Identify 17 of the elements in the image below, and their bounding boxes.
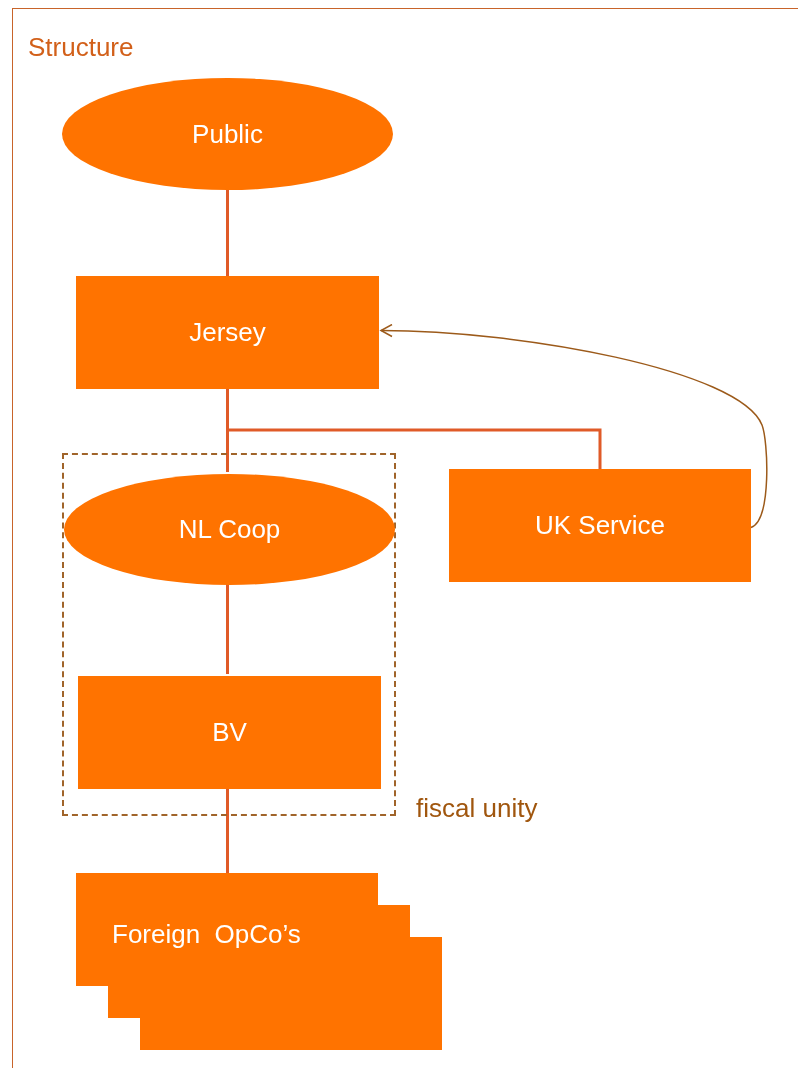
node-label: NL Coop xyxy=(178,513,281,546)
group-label: fiscal unity xyxy=(416,792,538,825)
node-label: UK Service xyxy=(534,509,665,542)
connector-line xyxy=(226,583,229,674)
node-label: Foreign OpCo’s xyxy=(112,919,301,949)
process-box xyxy=(76,276,379,389)
arrow xyxy=(380,324,768,529)
process-box xyxy=(449,469,751,582)
title: Structure xyxy=(28,31,134,64)
node-label: Public xyxy=(192,117,263,151)
connector-line xyxy=(226,389,602,469)
node-label: Jersey xyxy=(189,316,266,349)
connector-line xyxy=(226,190,229,276)
stacked-boxes xyxy=(76,873,442,1050)
node-label: BV xyxy=(212,716,247,749)
process-box xyxy=(78,676,381,789)
connector-line xyxy=(226,787,229,873)
